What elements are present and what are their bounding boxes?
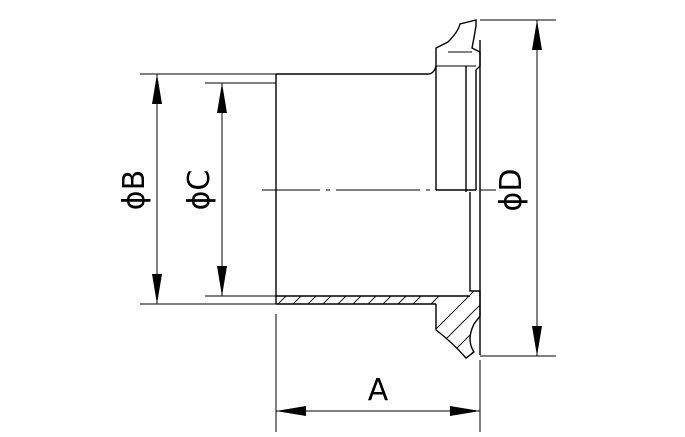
dim-b-arrow-top (152, 74, 162, 104)
dim-a-arrow-left (276, 406, 306, 416)
dim-d-label: ϕD (494, 169, 529, 212)
dim-b-arrow-bottom (152, 274, 162, 304)
dim-a-label: A (368, 373, 389, 408)
dimension-d: ϕD (480, 19, 556, 357)
section-hatching (276, 291, 480, 358)
dim-d-arrow-top (532, 20, 542, 50)
dim-b-label: ϕB (117, 170, 152, 210)
part-outline (275, 19, 481, 359)
dimension-a: A (275, 314, 481, 432)
dim-c-arrow-bottom (217, 266, 227, 296)
dim-c-arrow-top (217, 83, 227, 113)
dim-d-arrow-bottom (532, 326, 542, 356)
flange-upper-profile (427, 19, 481, 190)
dim-c-label: ϕC (182, 170, 217, 211)
dimension-c: ϕC (182, 82, 276, 297)
flange-section-profile (435, 192, 481, 359)
dim-a-arrow-right (450, 406, 480, 416)
dimension-b: ϕB (117, 73, 276, 305)
